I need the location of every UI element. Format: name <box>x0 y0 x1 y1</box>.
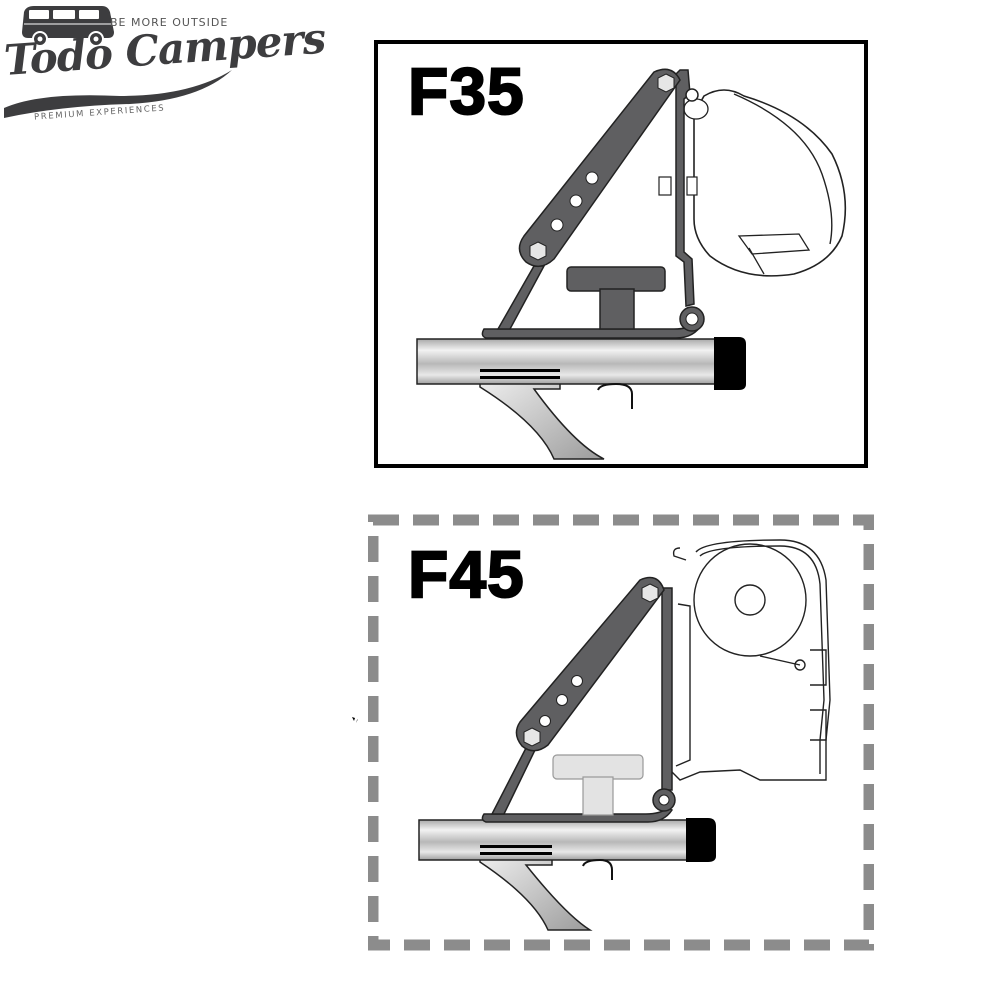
logo-swoosh <box>4 70 232 118</box>
camper-van-icon <box>22 6 114 47</box>
todo-campers-logo: BE MORE OUTSIDE Todo Campers PREMIUM EXP… <box>0 0 327 140</box>
f35-diagram-panel: F35 <box>374 40 868 468</box>
support-arm-icon <box>515 576 665 752</box>
f45-diagram-panel: F45 <box>368 513 874 951</box>
t-bolt-icon <box>566 266 666 292</box>
awning-cassette-icon <box>683 89 847 277</box>
f45-label: F45 <box>407 537 525 611</box>
t-bolt-icon <box>552 754 644 780</box>
f45-illustration <box>368 514 874 951</box>
f35-illustration <box>416 68 847 460</box>
dashed-border <box>368 514 874 951</box>
support-arm-icon <box>518 68 681 268</box>
stray-mark <box>352 717 358 723</box>
awning-profile-icon <box>669 539 831 781</box>
bar-end-cap-icon <box>686 818 716 862</box>
f35-label: F35 <box>407 54 525 128</box>
bar-end-cap-icon <box>714 337 746 390</box>
logo-tagline-top: BE MORE OUTSIDE <box>110 16 229 29</box>
